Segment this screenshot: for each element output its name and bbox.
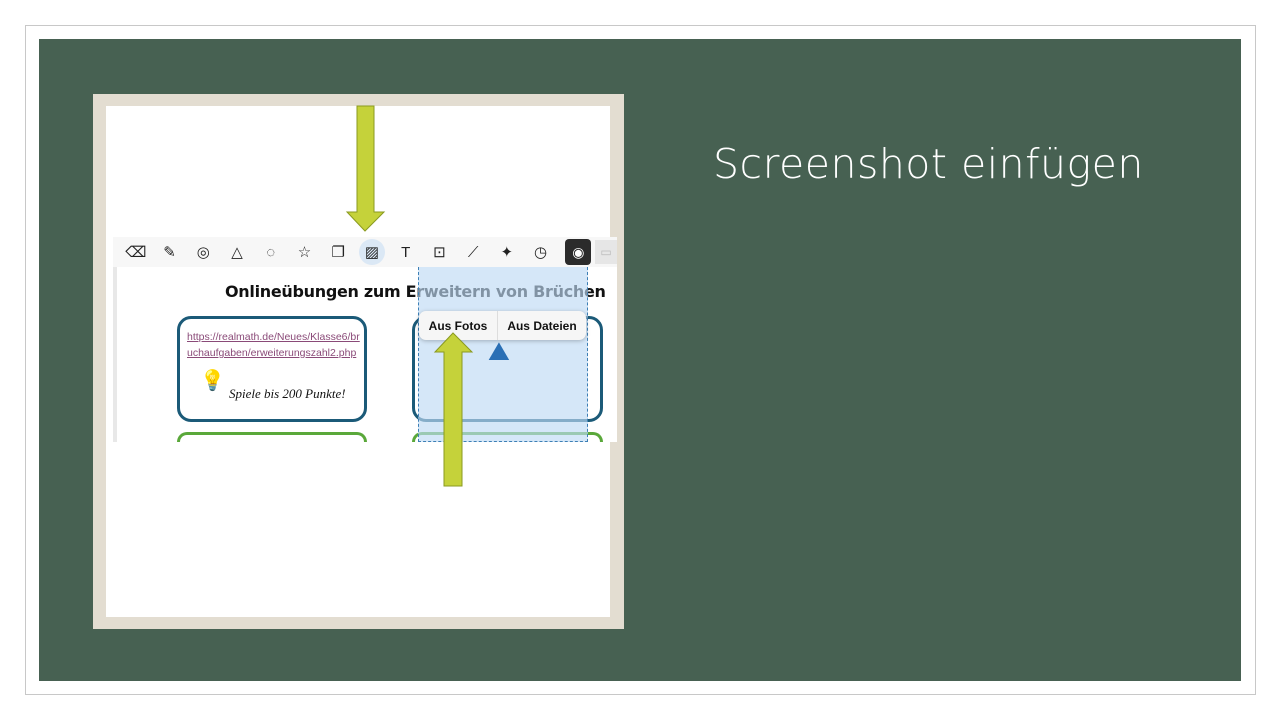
- image-search-icon[interactable]: ⊡: [433, 244, 446, 261]
- exercise-link[interactable]: https://realmath.de/Neues/Klasse6/brucha…: [187, 331, 360, 359]
- green-card: [177, 432, 367, 442]
- clock-icon[interactable]: ◷: [534, 244, 548, 261]
- eraser-icon[interactable]: ⌫: [125, 244, 147, 261]
- laser-pointer-icon[interactable]: ✦: [500, 244, 514, 261]
- add-image-icon[interactable]: ⛰: [488, 336, 510, 366]
- highlighter-icon[interactable]: ✎: [163, 244, 176, 261]
- from-photos-button[interactable]: Aus Fotos: [419, 311, 498, 340]
- toolbar: ⌫ ✎ ◎ △ ◌ ☆ ❐ ▨ T ⊡ ⟋ ✦ ◷ ◉ ▭: [113, 237, 617, 267]
- insert-image-popup: Aus Fotos Aus Dateien: [419, 311, 586, 340]
- from-files-button[interactable]: Aus Dateien: [507, 318, 577, 333]
- tape-icon[interactable]: ◎: [196, 244, 210, 261]
- sticker-icon[interactable]: ☆: [297, 244, 312, 261]
- slide-border: [25, 25, 1256, 695]
- hint-text: Spiele bis 200 Punkte!: [229, 386, 346, 401]
- camera-icon[interactable]: ◉: [565, 239, 592, 265]
- link-card: [177, 316, 367, 422]
- image-placeholder-icon[interactable]: ▭: [595, 240, 617, 264]
- slide-title: Screenshot einfügen: [713, 140, 1144, 188]
- up-arrow: [433, 332, 474, 487]
- sticky-note-icon[interactable]: ❐: [331, 244, 345, 261]
- image-icon[interactable]: ▨: [359, 239, 385, 265]
- shapes-icon[interactable]: △: [231, 244, 243, 261]
- lasso-icon[interactable]: ◌: [266, 243, 276, 261]
- textbox-icon[interactable]: T: [401, 243, 411, 261]
- lightbulb-icon: 💡: [200, 370, 225, 392]
- ruler-icon[interactable]: ⟋: [467, 243, 479, 261]
- down-arrow: [345, 105, 386, 232]
